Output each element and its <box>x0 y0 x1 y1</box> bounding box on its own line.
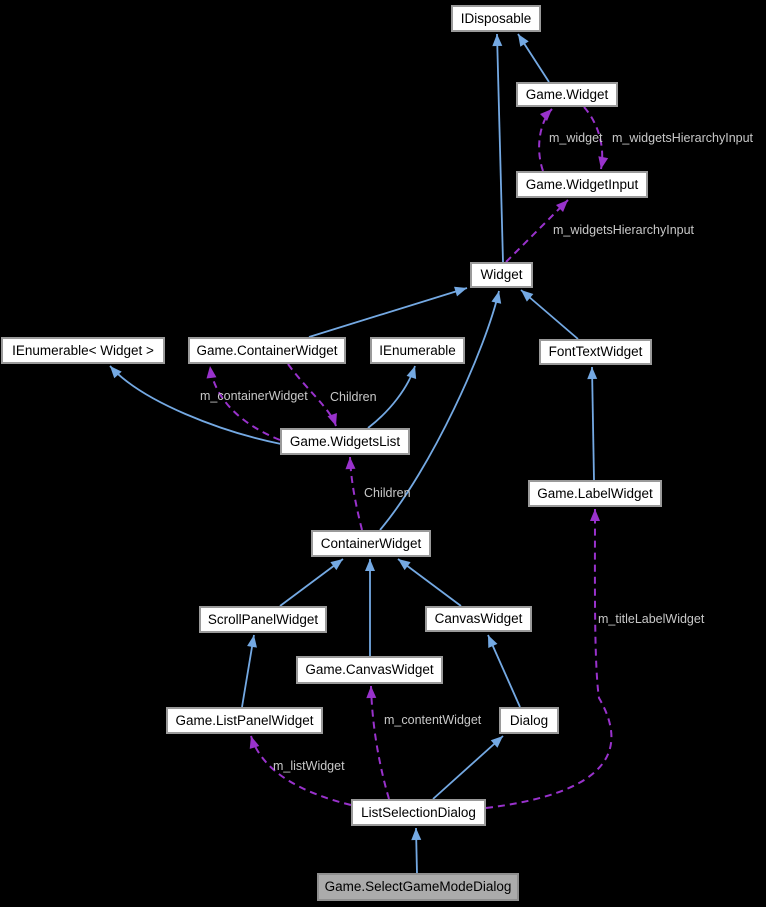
edge-selectgamemodedialog-to-listselectiondialog <box>411 827 422 875</box>
edge-label-m-widget: m_widget <box>549 131 603 145</box>
edge-dialog-to-canvaswidget <box>487 634 521 708</box>
node-idisposable[interactable]: IDisposable <box>451 5 541 32</box>
node-containerwidget[interactable]: ContainerWidget <box>311 530 431 557</box>
edge-m-titlelabelwidget <box>485 508 613 809</box>
edge-containerwidget-to-widget <box>379 290 502 531</box>
edge-label-m-titlelabelwidget: m_titleLabelWidget <box>598 612 705 626</box>
edge-m-widgetshierarchyinput-widget <box>505 199 569 263</box>
node-game-widgetinput[interactable]: Game.WidgetInput <box>516 171 648 198</box>
node-game-listpanelwidget[interactable]: Game.ListPanelWidget <box>166 707 323 734</box>
node-game-widget[interactable]: Game.Widget <box>516 82 618 107</box>
edge-m-widget <box>538 108 553 172</box>
node-dialog[interactable]: Dialog <box>499 707 559 734</box>
edge-m-contentwidget <box>366 685 390 800</box>
edge-widget-to-idisposable <box>492 33 504 263</box>
edge-scrollpanelwidget-to-containerwidget <box>279 558 344 607</box>
edge-gamelistpanelwidget-to-scrollpanelwidget <box>241 634 257 708</box>
edge-gamelabelwidget-to-fonttextwidget <box>587 366 598 481</box>
node-scrollpanelwidget[interactable]: ScrollPanelWidget <box>199 606 327 633</box>
edge-label-m-listwidget: m_listWidget <box>273 759 345 773</box>
edge-fonttextwidget-to-widget <box>520 289 579 340</box>
edge-label-m-widgetshierarchyinput-mid: m_widgetsHierarchyInput <box>553 223 695 237</box>
node-widget[interactable]: Widget <box>470 262 533 288</box>
edge-gamecontainerwidget-to-widget <box>308 286 468 338</box>
edge-m-widgetshierarchyinput-gamewidget <box>583 106 609 170</box>
edge-children-containerwidget <box>345 456 363 531</box>
edge-label-children-lower: Children <box>364 486 411 500</box>
node-ienumerable-widget[interactable]: IEnumerable< Widget > <box>1 337 165 364</box>
edge-children-gamecontainerwidget <box>287 363 337 427</box>
node-game-canvaswidget[interactable]: Game.CanvasWidget <box>296 656 443 684</box>
node-ienumerable[interactable]: IEnumerable <box>370 337 465 364</box>
edge-listselectiondialog-to-dialog <box>432 735 504 800</box>
edge-label-children-upper: Children <box>330 390 377 404</box>
node-game-widgetslist[interactable]: Game.WidgetsList <box>280 428 410 455</box>
edge-label-m-widgetshierarchyinput-top: m_widgetsHierarchyInput <box>612 131 754 145</box>
edge-gamewidgetslist-to-ienumerable <box>367 365 417 429</box>
node-game-labelwidget[interactable]: Game.LabelWidget <box>528 480 662 507</box>
edge-canvaswidget-to-containerwidget <box>397 558 462 607</box>
edge-m-containerwidget <box>206 365 281 441</box>
node-game-selectgamemodedialog: Game.SelectGameModeDialog <box>317 873 519 901</box>
edge-gamewidget-to-idisposable <box>517 33 550 83</box>
node-game-containerwidget[interactable]: Game.ContainerWidget <box>188 337 346 364</box>
edge-label-m-containerwidget: m_containerWidget <box>200 389 308 403</box>
node-fonttextwidget[interactable]: FontTextWidget <box>539 339 652 365</box>
edge-label-m-contentwidget: m_contentWidget <box>384 713 482 727</box>
edge-gamewidgetslist-to-ienumerablewidget <box>109 365 282 445</box>
edge-m-listwidget <box>249 735 352 806</box>
node-listselectiondialog[interactable]: ListSelectionDialog <box>351 799 486 826</box>
node-canvaswidget[interactable]: CanvasWidget <box>425 606 532 632</box>
